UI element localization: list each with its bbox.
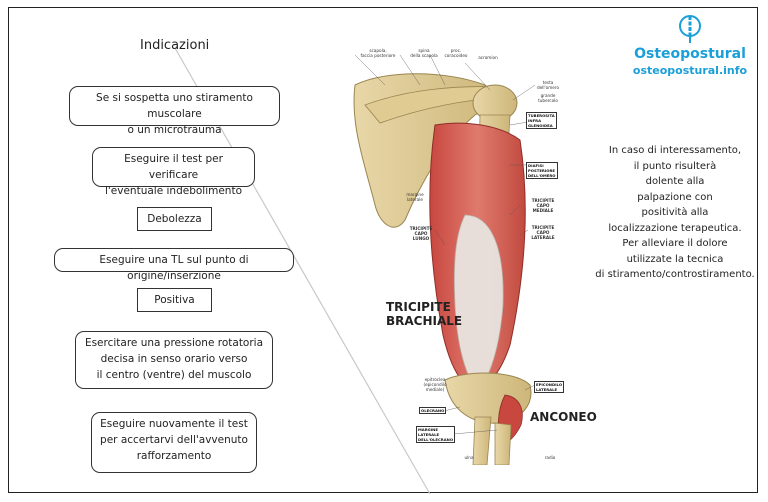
label-epicondilo: EPICONDILO LATERALE (534, 381, 565, 393)
label-diafisi-line-2: POSTERIORE (528, 168, 556, 173)
label-capo-lungo-line-2: CAPO (414, 231, 428, 236)
label-spina-line-2: della scapola (410, 53, 438, 58)
label-capo-mediale-line-1: TRICIPITE (531, 198, 555, 203)
treatment-note: In caso di interessamento, il punto risu… (595, 143, 755, 283)
label-epitroclea-line-2: (epicondilo (423, 382, 447, 387)
label-capo-lungo: TRICIPITE CAPO LUNGO (408, 226, 434, 241)
step-3-line-1: Debolezza (147, 213, 202, 225)
label-capo-lungo-line-3: LUNGO (412, 236, 430, 241)
label-capo-mediale-line-3: MEDIALE (532, 208, 554, 213)
step-box-7: Eseguire nuovamente il test per accertar… (91, 412, 257, 473)
radius-shape (494, 422, 512, 465)
label-diafisi: DIAFISI POSTERIORE DELL'OMERO (526, 162, 558, 179)
label-acromion-line-1: acromion (478, 55, 498, 60)
brand-logo[interactable]: Osteopostural osteopostural.info (630, 14, 750, 77)
label-testa-line-1: testa (542, 80, 554, 85)
brand-url[interactable]: osteopostural.info (632, 64, 748, 77)
label-olecrano: OLECRANO (419, 407, 447, 414)
label-capo-lungo-line-1: TRICIPITE (409, 226, 433, 231)
step-box-4: Eseguire una TL sul punto di origine/ins… (54, 248, 294, 282)
label-margine-laterale: margine laterale (403, 192, 427, 202)
label-infraglenoidea: TUBEROSITÀ INFRA GLENOIDEA (526, 112, 557, 129)
step-2-line-2: l'eventuale indebolimento (104, 185, 243, 197)
label-tubercolo-line-2: tubercolo (538, 98, 558, 103)
label-infraglenoidea-line-1: TUBEROSITÀ (528, 113, 555, 118)
label-margine-olecrano-line-3: DELL'OLECRANO (418, 437, 454, 442)
label-ulna-line-1: ulna (464, 455, 474, 460)
label-tubercolo: grande tubercolo (533, 93, 563, 103)
label-diafisi-line-1: DIAFISI (528, 163, 544, 168)
step-7-line-2: per accertarvi dell'avvenuto (100, 434, 248, 446)
label-scapula: scapola, faccia posteriore (360, 48, 396, 58)
step-box-3: Debolezza (137, 207, 212, 231)
label-margine-olecrano-line-1: MARGINE (418, 427, 438, 432)
label-spina-line-1: spina (418, 48, 430, 53)
step-box-6: Esercitare una pressione rotatoria decis… (75, 331, 273, 389)
label-olecrano-line-1: OLECRANO (421, 408, 445, 413)
label-anconeo: ANCONEO (530, 410, 597, 424)
label-capo-mediale: TRICIPITE CAPO MEDIALE (530, 198, 556, 213)
note-line-5: positività alla (641, 207, 709, 218)
step-7-line-3: rafforzamento (136, 450, 212, 462)
note-line-4: palpazione con (637, 191, 713, 203)
label-acromion: acromion (475, 55, 501, 60)
label-epitroclea-line-3: mediale) (425, 387, 445, 392)
label-epicondilo-line-2: LATERALE (536, 387, 558, 392)
label-capo-laterale: TRICIPITE CAPO LATERALE (530, 225, 556, 240)
label-infraglenoidea-line-2: INFRA (528, 118, 542, 123)
label-tricipite-brachiale: TRICIPITE BRACHIALE (386, 300, 462, 328)
label-proc-line-2: coracoideo (444, 53, 468, 58)
label-margine-olecrano-line-2: LATERALE (418, 432, 440, 437)
step-2-line-1: Eseguire il test per verificare (124, 153, 223, 181)
label-testa: testa dell'omero (533, 80, 563, 90)
label-ulna: ulna (462, 455, 476, 460)
step-1-line-2: o un microtrauma (127, 124, 222, 136)
label-tricipite-line-2: BRACHIALE (386, 314, 463, 328)
label-radio: radio (543, 455, 557, 460)
step-5-line-1: Positiva (154, 294, 195, 306)
note-line-6: localizzazione terapeutica. (608, 222, 742, 234)
label-proc: proc. coracoideo (443, 48, 469, 58)
step-6-line-2: decisa in senso orario verso (100, 353, 248, 365)
note-line-1: In caso di interessamento, (608, 145, 742, 156)
spine-logo-icon (679, 15, 701, 43)
label-margine-laterale-line-1: margine (406, 192, 424, 197)
label-epicondilo-line-1: EPICONDILO (536, 382, 563, 387)
note-line-9: di stiramento/controstiramento. (595, 269, 755, 280)
label-capo-laterale-line-2: CAPO (536, 230, 550, 235)
label-margine-laterale-line-2: laterale (407, 197, 423, 202)
label-diafisi-line-3: DELL'OMERO (528, 173, 556, 178)
label-capo-laterale-line-1: TRICIPITE (531, 225, 555, 230)
step-7-line-1: Eseguire nuovamente il test (100, 418, 248, 430)
ulna-shape (472, 416, 492, 465)
step-4-line-1: Eseguire una TL sul punto di origine/ins… (99, 254, 249, 282)
step-box-2: Eseguire il test per verificare l'eventu… (92, 147, 255, 197)
step-6-line-1: Esercitare una pressione rotatoria (84, 337, 264, 349)
label-infraglenoidea-line-3: GLENOIDEA (528, 123, 553, 128)
brand-name: Osteopostural (634, 46, 746, 62)
label-scapula-line-1: scapola, (369, 48, 387, 53)
label-proc-line-1: proc. (450, 48, 462, 53)
label-epitroclea: epitroclea (epicondilo mediale) (419, 377, 451, 392)
note-line-3: dolente alla (645, 176, 705, 187)
step-1-line-1: Se si sospetta uno stiramento muscolare (96, 92, 253, 120)
label-capo-mediale-line-2: CAPO (536, 203, 550, 208)
label-epitroclea-line-1: epitroclea (424, 377, 446, 382)
label-scapula-line-2: faccia posteriore (360, 53, 396, 58)
label-testa-line-2: dell'omero (536, 85, 560, 90)
label-tricipite-line-1: TRICIPITE (386, 300, 451, 314)
step-box-1: Se si sospetta uno stiramento muscolare … (69, 86, 280, 136)
label-radio-line-1: radio (544, 455, 556, 460)
label-spina: spina della scapola (410, 48, 438, 58)
note-line-7: Per alleviare il dolore (622, 238, 728, 249)
step-box-5: Positiva (137, 288, 212, 312)
triceps-anatomy-illustration (353, 54, 541, 465)
label-capo-laterale-line-3: LATERALE (531, 235, 555, 240)
label-tubercolo-line-1: grande (540, 93, 556, 98)
label-margine-olecrano: MARGINE LATERALE DELL'OLECRANO (416, 426, 456, 443)
step-6-line-3: il centro (ventre) del muscolo (96, 369, 252, 381)
note-line-2: il punto risulterà (633, 160, 717, 172)
note-line-8: utilizzate la tecnica (626, 253, 724, 265)
page-title: Indicazioni (140, 38, 210, 53)
